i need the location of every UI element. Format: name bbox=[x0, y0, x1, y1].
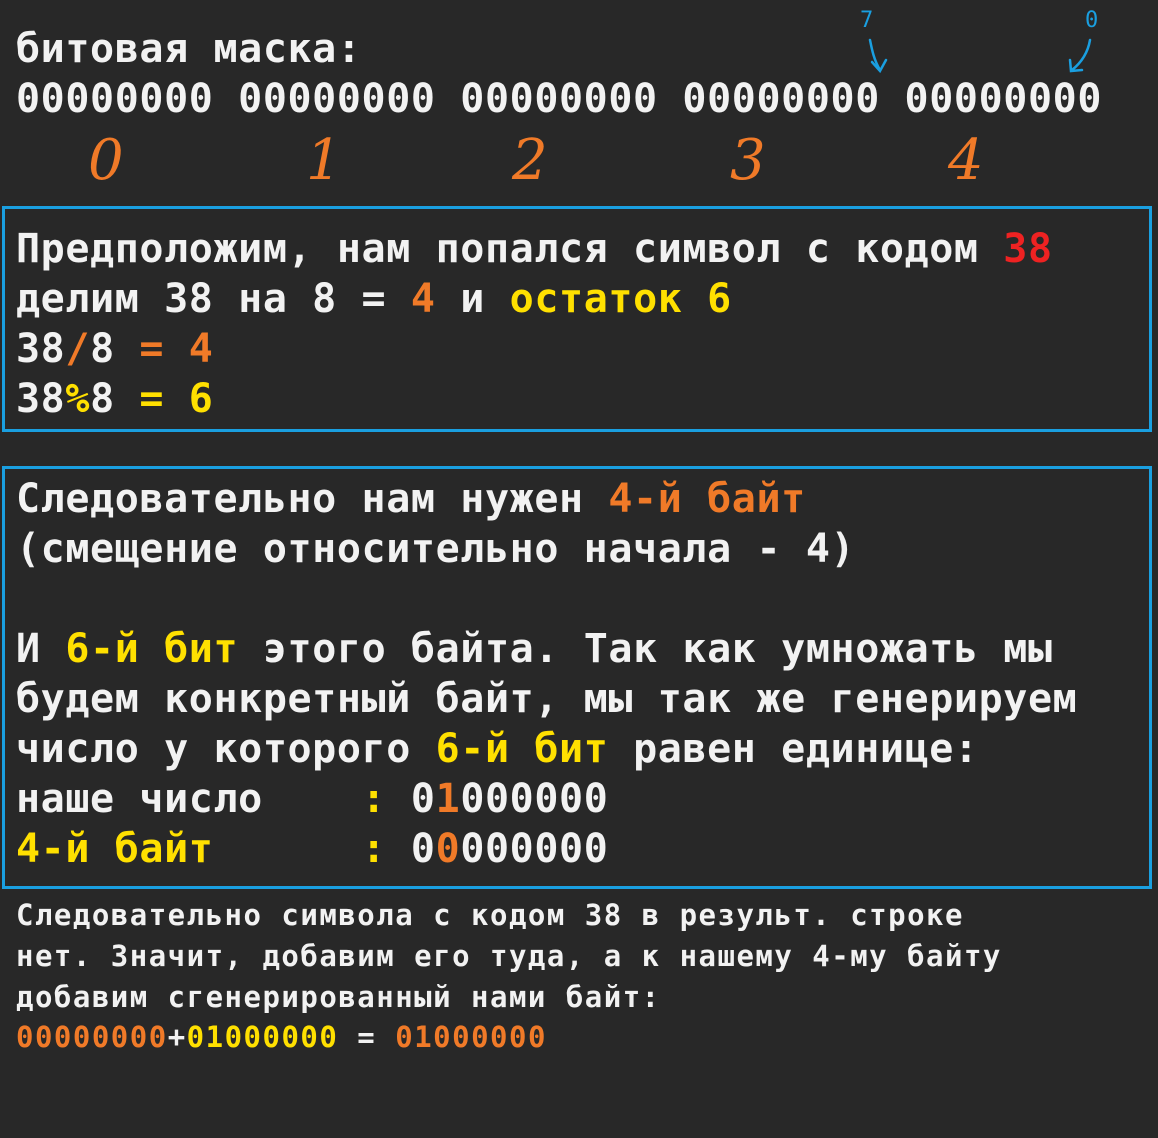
footer-line-2: нет. Значит, добавим его туда, а к нашем… bbox=[16, 939, 1002, 973]
box2-line-5: число у которого 6-й бит равен единице: bbox=[16, 726, 979, 772]
byte-index-3: 3 bbox=[730, 128, 766, 193]
box1-line-4: 38%8 = 6 bbox=[16, 376, 213, 422]
box1-l1-text: Предположим, нам попался символ с кодом bbox=[16, 226, 1004, 272]
fourth-byte-target-bit: 0 bbox=[435, 826, 461, 872]
byte-index-1: 1 bbox=[306, 128, 342, 193]
our-number-set-bit: 1 bbox=[435, 776, 461, 822]
box1-l3-eq: = bbox=[114, 326, 189, 372]
box1-l2-c: и bbox=[435, 276, 510, 322]
bit-7-arrow-icon bbox=[868, 38, 888, 74]
eq-operand-a: 00000000 bbox=[16, 1020, 168, 1054]
bit-0-arrow-icon bbox=[1068, 38, 1092, 73]
our-number-v3: 000000 bbox=[460, 776, 609, 822]
eq-operand-b: 01000000 bbox=[186, 1020, 339, 1054]
eq-equals: = bbox=[338, 1020, 396, 1054]
byte-index-0: 0 bbox=[88, 128, 124, 193]
fourth-byte-label: 4-й байт bbox=[16, 826, 362, 872]
box1-l3-result: 4 bbox=[188, 326, 214, 372]
box1-l2-quotient: 4 bbox=[410, 276, 436, 322]
our-number-v1: 0 bbox=[386, 776, 436, 822]
division-box bbox=[2, 206, 1152, 432]
footer-line-1: Следовательно символа с кодом 38 в резул… bbox=[16, 898, 964, 932]
box1-l2-a: делим 38 на 8 = bbox=[16, 276, 411, 322]
eq-plus: + bbox=[167, 1020, 187, 1054]
footer-line-3: добавим сгенерированный нами байт: bbox=[16, 980, 661, 1014]
box1-l4-eq: = bbox=[114, 376, 189, 422]
bitmask-value: 00000000 00000000 00000000 00000000 0000… bbox=[16, 76, 1103, 122]
byte-index-4: 4 bbox=[948, 128, 984, 193]
our-number-colon: : bbox=[361, 776, 387, 822]
byte-index-2: 2 bbox=[512, 128, 548, 193]
box1-l3-a: 38 bbox=[16, 326, 66, 372]
fourth-byte-colon: : bbox=[361, 826, 387, 872]
our-number-label: наше число bbox=[16, 776, 362, 822]
box2-line-2: (смещение относительно начала - 4) bbox=[16, 526, 856, 572]
modulo-operator: % bbox=[65, 376, 91, 422]
box2-bit-highlight: 6-й бит bbox=[65, 626, 239, 672]
box2-l5-c: равен единице: bbox=[608, 726, 979, 772]
box2-line-4: будем конкретный байт, мы так же генерир… bbox=[16, 676, 1078, 722]
box2-l3-a: И bbox=[16, 626, 66, 672]
box2-byte-highlight: 4-й байт bbox=[608, 476, 806, 522]
box2-l5-bit: 6-й бит bbox=[435, 726, 609, 772]
box2-fourth-byte-row: 4-й байт : 00000000 bbox=[16, 826, 608, 872]
box2-our-number-row: наше число : 01000000 bbox=[16, 776, 608, 822]
box1-l4-c: 8 bbox=[90, 376, 115, 422]
box1-l4-result: 6 bbox=[188, 376, 214, 422]
fourth-byte-v1: 0 bbox=[386, 826, 436, 872]
symbol-code: 38 bbox=[1003, 226, 1053, 272]
box2-l5-a: число у которого bbox=[16, 726, 436, 772]
box2-line-1: Следовательно нам нужен 4-й байт bbox=[16, 476, 806, 522]
division-operator: / bbox=[65, 326, 91, 372]
footer-equation: 00000000+01000000 = 01000000 bbox=[16, 1020, 547, 1054]
box1-l4-a: 38 bbox=[16, 376, 66, 422]
box2-line-3: И 6-й бит этого байта. Так как умножать … bbox=[16, 626, 1053, 672]
eq-result-hi: 01 bbox=[395, 1020, 434, 1054]
box1-line-2: делим 38 на 8 = 4 и остаток 6 bbox=[16, 276, 732, 322]
fourth-byte-v3: 000000 bbox=[460, 826, 609, 872]
box2-l1-a: Следовательно нам нужен bbox=[16, 476, 609, 522]
box1-l2-remainder: остаток 6 bbox=[509, 276, 732, 322]
bit-0-label: 0 bbox=[1085, 8, 1099, 33]
box1-line-3: 38/8 = 4 bbox=[16, 326, 213, 372]
bit-7-label: 7 bbox=[860, 8, 874, 33]
box2-l3-c: этого байта. Так как умножать мы bbox=[238, 626, 1053, 672]
byte-bit-box bbox=[2, 466, 1152, 889]
box1-line-1: Предположим, нам попался символ с кодом … bbox=[16, 226, 1053, 272]
eq-result-lo: 000000 bbox=[433, 1020, 547, 1054]
bitmask-label: битовая маска: bbox=[16, 26, 362, 72]
box1-l3-c: 8 bbox=[90, 326, 115, 372]
